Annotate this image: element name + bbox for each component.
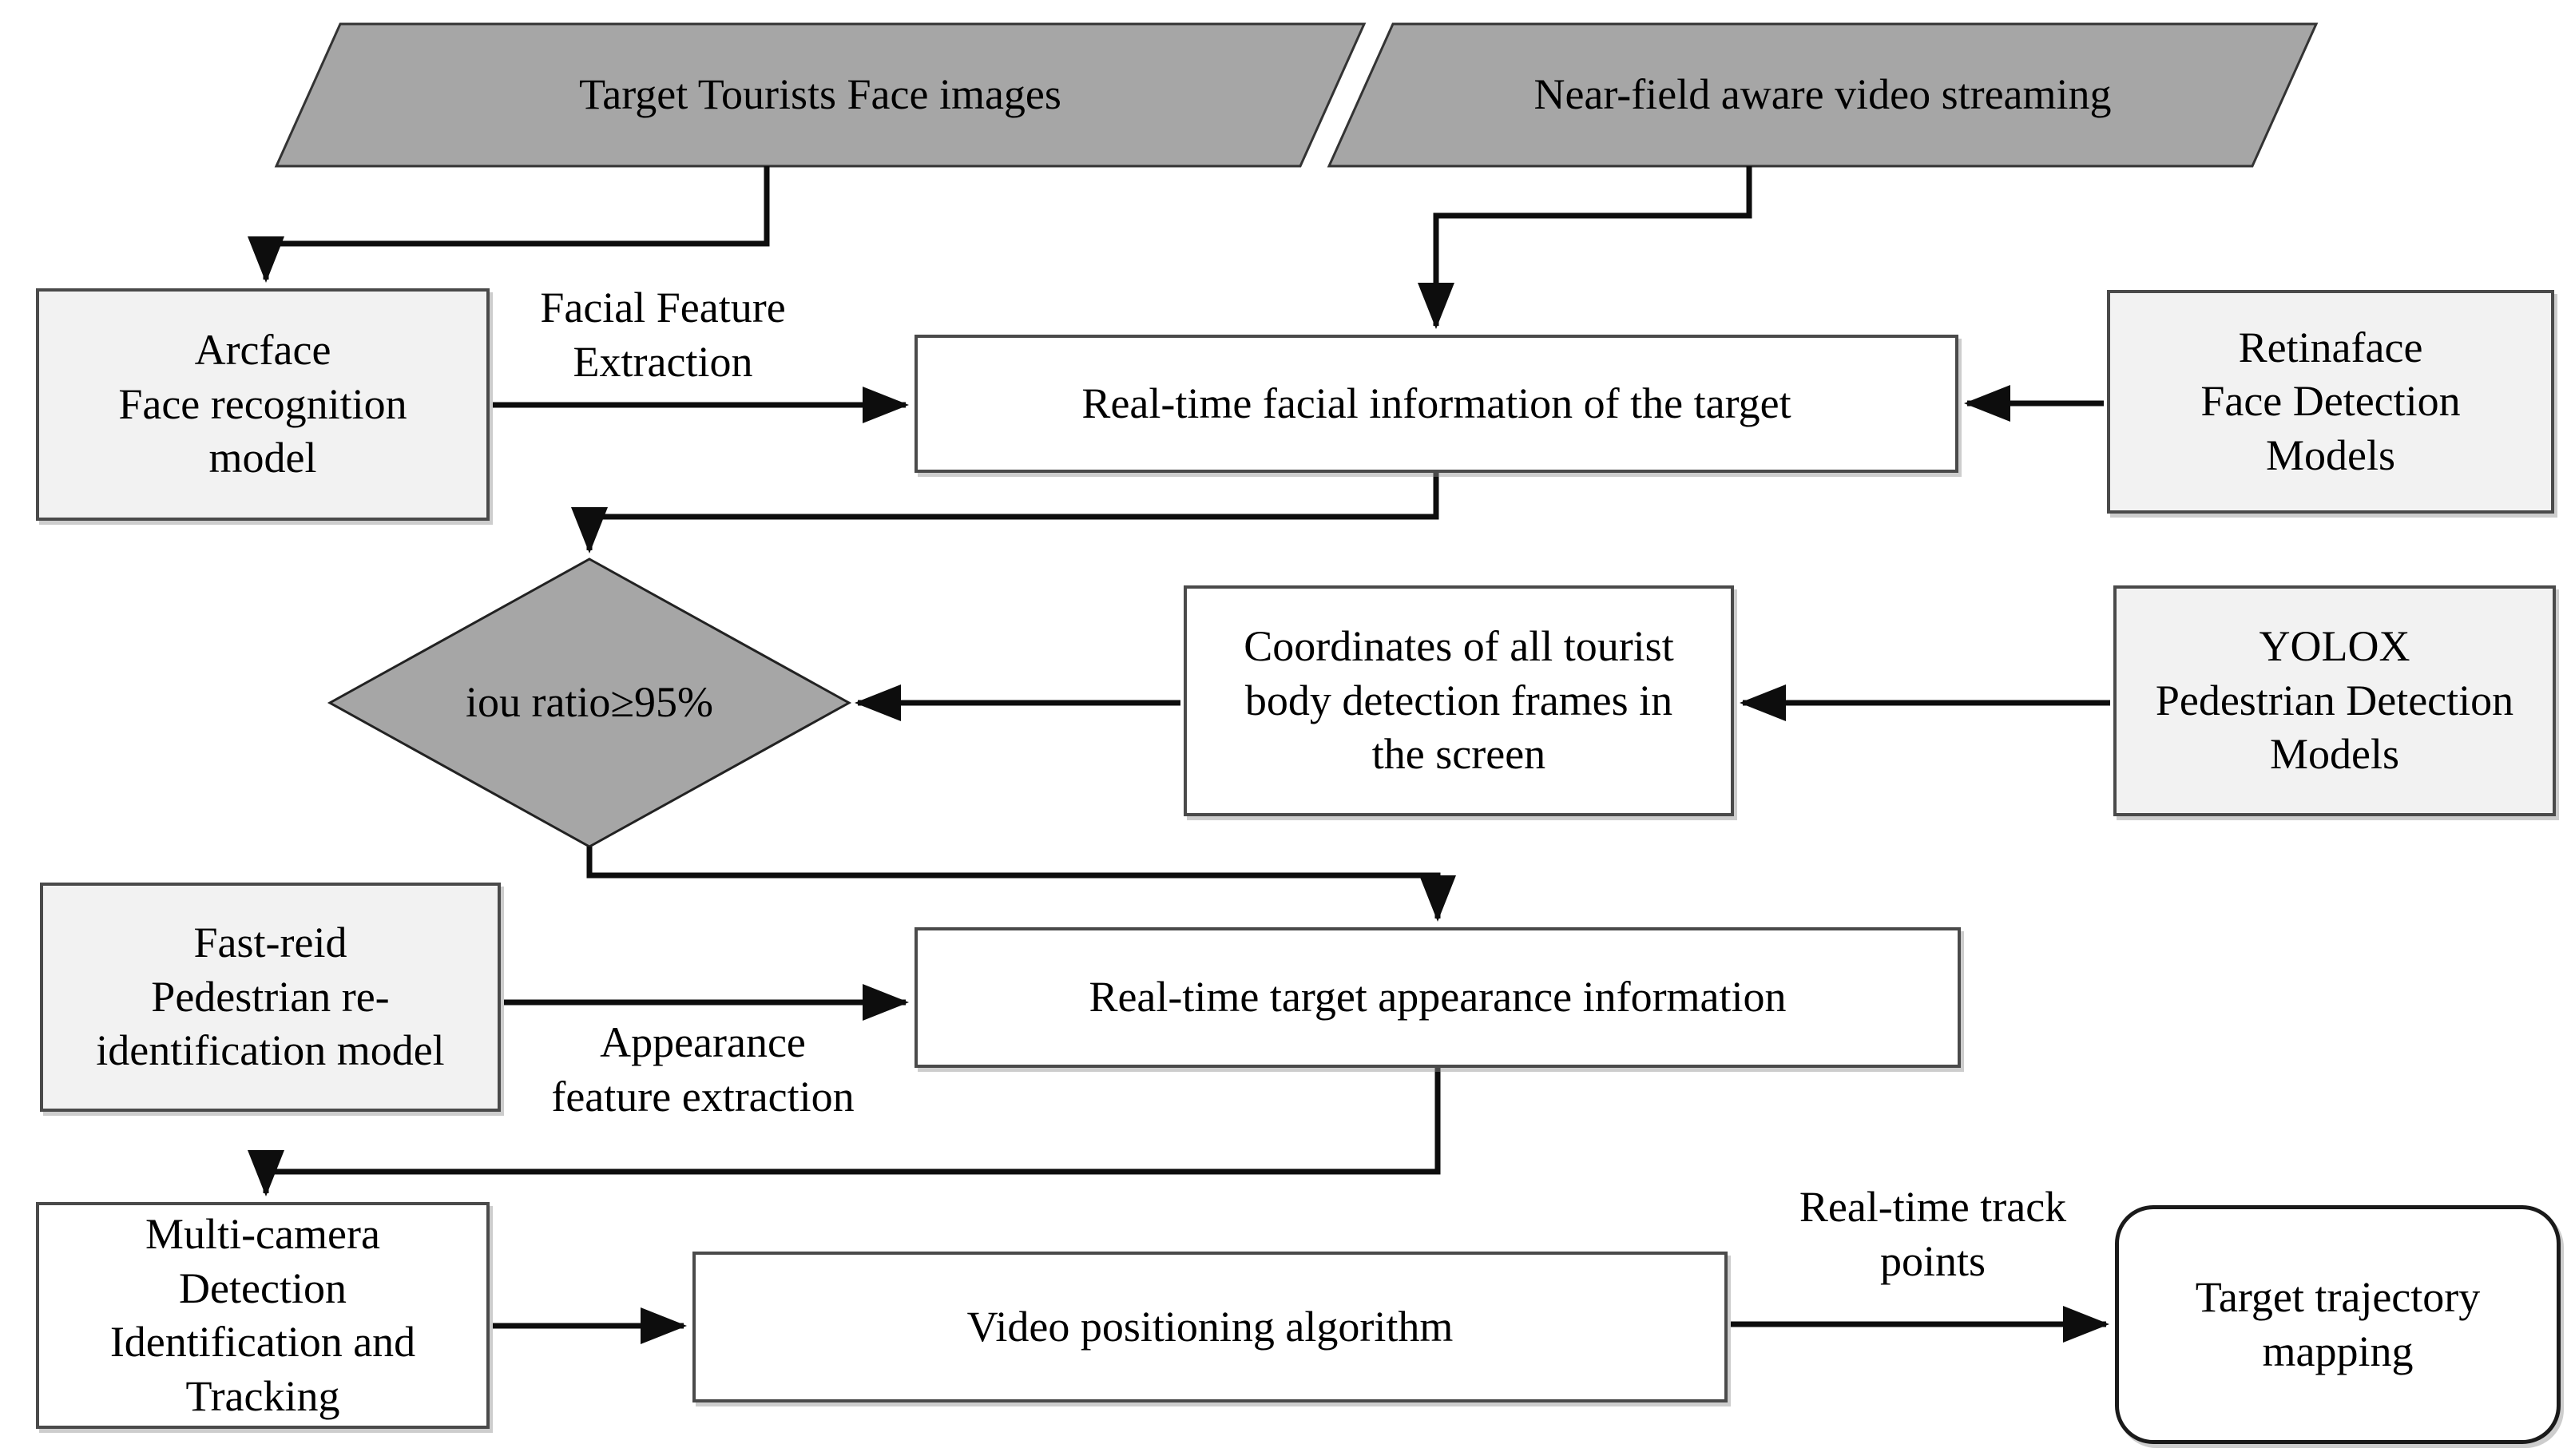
- node-facial-info: Real-time facial information of the targ…: [915, 335, 1958, 473]
- node-retinaface: Retinaface Face Detection Models: [2107, 290, 2554, 514]
- node-arcface: Arcface Face recognition model: [36, 288, 490, 521]
- node-iou-label: iou ratio≥95%: [465, 678, 714, 727]
- arrow-diamond-to-appearance-info: [586, 847, 1456, 922]
- parallelogram-near-field: [1327, 22, 2319, 168]
- arrow-appearance-info-to-multicamera: [248, 1068, 1441, 1196]
- node-multicamera: Multi-camera Detection Identification an…: [36, 1202, 490, 1429]
- arrow-target-faces-to-arcface: [248, 166, 770, 283]
- node-video-positioning: Video positioning algorithm: [692, 1252, 1728, 1402]
- edge-label-real-time-track-points: Real-time track points: [1799, 1183, 2067, 1285]
- node-fastreid: Fast-reid Pedestrian re- identification …: [40, 883, 501, 1112]
- node-yolox: YOLOX Pedestrian Detection Models: [2113, 585, 2556, 816]
- edge-label-appearance-feature-extraction: Appearance feature extraction: [551, 1018, 855, 1121]
- node-appearance-info: Real-time target appearance information: [915, 927, 1961, 1068]
- node-near-field-label: Near-field aware video streaming: [1533, 70, 2112, 119]
- edge-label-facial-feature-extraction: Facial Feature Extraction: [540, 284, 786, 386]
- arrow-facial-info-to-diamond: [571, 473, 1439, 553]
- node-coordinates: Coordinates of all tourist body detectio…: [1184, 585, 1734, 816]
- parallelogram-target-faces: [274, 22, 1367, 168]
- node-target-faces-label: Target Tourists Face images: [579, 70, 1061, 119]
- arrow-near-field-to-facial-info: [1418, 166, 1752, 329]
- node-trajectory: Target trajectory mapping: [2115, 1205, 2561, 1444]
